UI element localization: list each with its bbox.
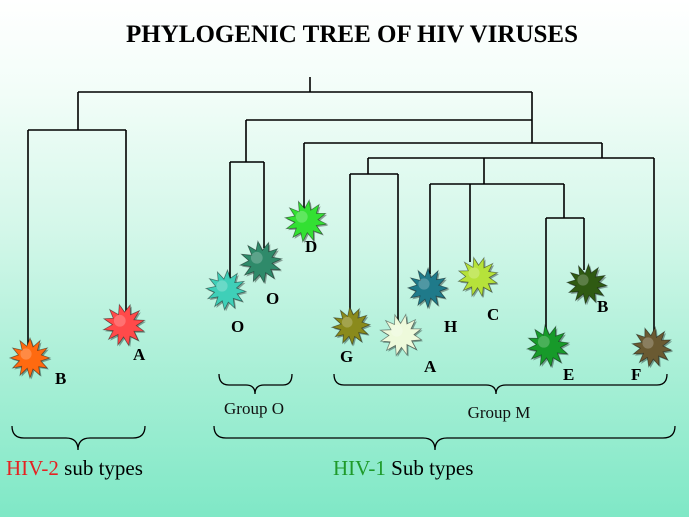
page-title: PHYLOGENIC TREE OF HIV VIRUSES: [126, 21, 578, 48]
hiv2-subtypes-label: HIV-2 sub types: [6, 456, 143, 480]
virus-icon-hiv2-b: [10, 338, 52, 380]
virus-icon-h: [408, 268, 450, 310]
virus-icon-o1: [206, 270, 247, 311]
group-o-brace: [219, 374, 292, 394]
virus-icon-a: [381, 315, 424, 358]
group-m-brace: [334, 374, 667, 394]
label-hiv2-a: A: [133, 345, 146, 364]
label-b: B: [597, 297, 608, 316]
virus-icon-g: [332, 307, 372, 347]
label-e: E: [563, 365, 574, 384]
hiv2-name: HIV-2: [6, 456, 59, 480]
hiv2-subtypes-text: sub types: [59, 456, 143, 480]
group-m-label: Group M: [468, 403, 531, 422]
hiv1-brace: [214, 426, 675, 450]
label-h: H: [444, 317, 457, 336]
hiv1-subtypes-text: Sub types: [386, 456, 474, 480]
virus-icon-o2: [240, 241, 283, 284]
label-f: F: [631, 365, 641, 384]
virus-icon-e: [527, 325, 570, 368]
virus-icon-hiv2-a: [104, 305, 147, 348]
label-group-o-1: O: [231, 317, 244, 336]
label-group-o-2: O: [266, 289, 279, 308]
label-hiv2-b: B: [55, 369, 66, 388]
label-c: C: [487, 305, 499, 324]
label-a: A: [424, 357, 437, 376]
label-d: D: [305, 237, 317, 256]
hiv1-subtypes-label: HIV-1 Sub types: [333, 456, 473, 480]
hiv1-name: HIV-1: [333, 456, 386, 480]
group-o-label: Group O: [224, 399, 284, 418]
hiv2-brace: [12, 426, 145, 450]
virus-icon-f: [632, 327, 673, 368]
virus-icon-c: [459, 258, 500, 299]
tree-branches: [28, 77, 654, 345]
label-g: G: [340, 347, 353, 366]
